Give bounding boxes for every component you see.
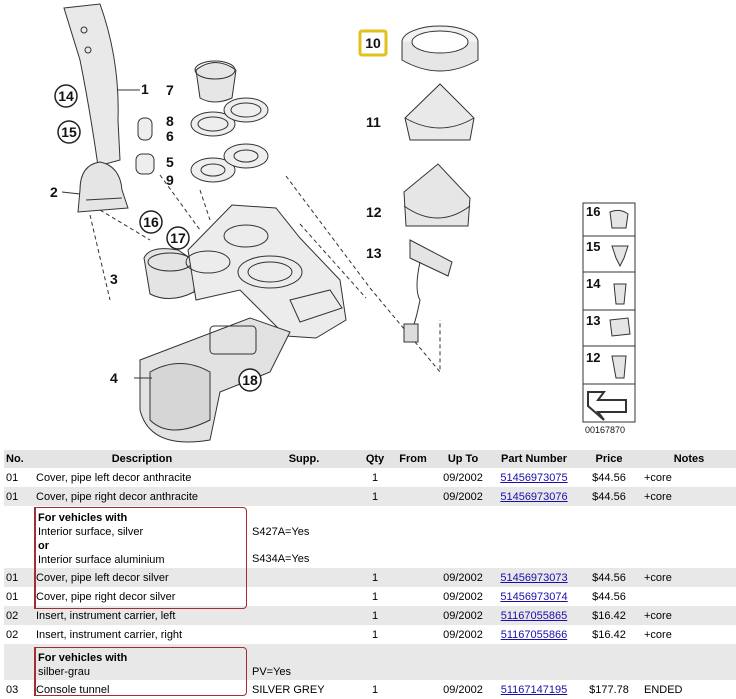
col-header-price: Price bbox=[576, 450, 642, 468]
col-header-no: No. bbox=[4, 450, 34, 468]
col-header-from: From bbox=[392, 450, 434, 468]
callout-14-circle bbox=[54, 84, 78, 108]
condition-bracket-1 bbox=[34, 507, 247, 609]
callout-13: 13 bbox=[366, 245, 382, 261]
part-number-link[interactable]: 51167147195 bbox=[500, 683, 568, 696]
diagram-reference-number: 00167870 bbox=[585, 425, 625, 435]
table-row: 01 Cover, pipe left decor anthracite 1 0… bbox=[4, 468, 736, 487]
callout-4: 4 bbox=[110, 370, 118, 386]
callout-15-circle bbox=[57, 120, 81, 144]
part-number-link[interactable]: 51167055866 bbox=[500, 628, 568, 641]
col-header-qty: Qty bbox=[358, 450, 392, 468]
callout-18: 18 bbox=[242, 372, 258, 388]
condition-1-block: For vehicles with Interior surface, silv… bbox=[38, 511, 165, 567]
callout-16-circle bbox=[139, 210, 163, 234]
condition-2-heading: For vehicles with bbox=[38, 652, 128, 664]
col-header-upto: Up To bbox=[434, 450, 492, 468]
callout-3: 3 bbox=[110, 271, 118, 287]
table-row: 01 Cover, pipe left decor silver 1 09/20… bbox=[4, 568, 736, 587]
callout-10-highlight bbox=[358, 29, 388, 57]
col-header-description: Description bbox=[34, 450, 250, 468]
exploded-view-drawing: 14 15 16 17 18 10 1 2 3 4 5 6 7 8 9 11 1… bbox=[50, 3, 636, 443]
table-row: 01 Cover, pipe right decor silver 1 09/2… bbox=[4, 587, 736, 606]
legend-label-13: 13 bbox=[586, 313, 600, 328]
part-number-link[interactable]: 51456973074 bbox=[500, 590, 568, 603]
condition-1-code-1: S427A=Yes bbox=[252, 526, 310, 538]
part-number-link[interactable]: 51167055865 bbox=[500, 609, 568, 622]
table-header-row: No. Description Supp. Qty From Up To Par… bbox=[4, 450, 736, 468]
parts-diagram: 14 15 16 17 18 10 1 2 3 4 5 6 7 8 9 11 1… bbox=[50, 3, 636, 443]
condition-1-code-2: S434A=Yes bbox=[252, 553, 310, 565]
callout-9: 9 bbox=[166, 172, 174, 188]
callout-8: 8 bbox=[166, 113, 174, 129]
callout-1: 1 bbox=[141, 81, 149, 97]
legend-label-15: 15 bbox=[586, 239, 600, 254]
callout-12: 12 bbox=[366, 204, 382, 220]
callout-6: 6 bbox=[166, 128, 174, 144]
part-number-link[interactable]: 51456973076 bbox=[500, 490, 568, 503]
legend-label-16: 16 bbox=[586, 204, 600, 219]
condition-spacer-row bbox=[4, 506, 736, 568]
condition-1-line1: Interior surface, silver bbox=[38, 526, 144, 538]
callout-18-circle bbox=[238, 368, 262, 392]
callout-17-circle bbox=[166, 226, 190, 250]
condition-2-code-1: PV=Yes bbox=[252, 666, 292, 678]
condition-2-block: For vehicles with silber-grau bbox=[38, 651, 127, 679]
condition-1-or: or bbox=[38, 540, 49, 552]
col-header-part-number: Part Number bbox=[492, 450, 576, 468]
condition-1-line2: Interior surface aluminium bbox=[38, 554, 165, 566]
col-header-notes: Notes bbox=[642, 450, 736, 468]
condition-1-heading: For vehicles with bbox=[38, 512, 128, 524]
legend-label-12: 12 bbox=[586, 350, 600, 365]
callout-17: 17 bbox=[170, 230, 186, 246]
part-number-link[interactable]: 51456973073 bbox=[500, 571, 568, 584]
callout-14: 14 bbox=[58, 88, 74, 104]
table-row: 02 Insert, instrument carrier, right 1 0… bbox=[4, 625, 736, 644]
callout-7: 7 bbox=[166, 82, 174, 98]
callout-10: 10 bbox=[365, 35, 381, 51]
table-row: 02 Insert, instrument carrier, left 1 09… bbox=[4, 606, 736, 625]
col-header-supp: Supp. bbox=[250, 450, 358, 468]
condition-spacer-row bbox=[4, 644, 736, 680]
callout-5: 5 bbox=[166, 154, 174, 170]
legend-label-14: 14 bbox=[586, 276, 601, 291]
callout-15: 15 bbox=[61, 124, 77, 140]
part-number-link[interactable]: 51456973075 bbox=[500, 471, 568, 484]
callout-2: 2 bbox=[50, 184, 58, 200]
callout-11: 11 bbox=[366, 114, 381, 130]
callout-16: 16 bbox=[143, 214, 159, 230]
table-row: 01 Cover, pipe right decor anthracite 1 … bbox=[4, 487, 736, 506]
condition-2-line1: silber-grau bbox=[38, 666, 90, 678]
